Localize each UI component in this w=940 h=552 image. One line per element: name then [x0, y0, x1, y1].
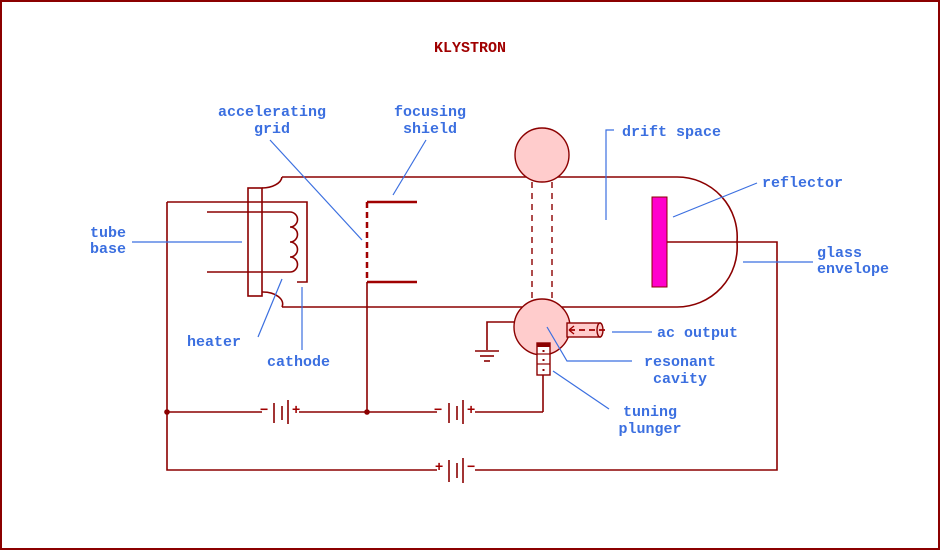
label-heater: heater — [187, 334, 241, 351]
svg-text:focusing: focusing — [394, 104, 466, 121]
label-ac-output: ac output — [657, 325, 738, 342]
label-focusing-shield: focusing shield — [394, 104, 466, 138]
label-glass-envelope: glass envelope — [817, 245, 889, 278]
svg-text:grid: grid — [254, 121, 290, 138]
cathode — [167, 201, 308, 283]
leader-lines — [132, 129, 813, 410]
label-accelerating-grid: accelerating grid — [218, 104, 326, 138]
battery-neg-label: − — [434, 401, 442, 417]
label-drift-space: drift space — [622, 124, 721, 141]
label-tuning-plunger: tuning plunger — [618, 404, 681, 438]
tube-base — [247, 187, 263, 297]
svg-text:tube: tube — [90, 225, 126, 242]
ac-output-coupling — [566, 322, 606, 338]
svg-text:cavity: cavity — [653, 371, 707, 388]
battery-pos-label: + — [435, 458, 443, 474]
svg-text:glass: glass — [817, 245, 862, 262]
svg-text:tuning: tuning — [623, 404, 677, 421]
battery-pos-label: + — [292, 401, 300, 417]
tuning-plunger — [536, 342, 551, 376]
svg-text:envelope: envelope — [817, 261, 889, 278]
battery-icon: − + — [434, 400, 475, 424]
ground-icon — [475, 321, 514, 362]
svg-text:base: base — [90, 241, 126, 258]
reflector — [651, 196, 668, 288]
circuit-wires — [164, 202, 778, 471]
label-resonant-cavity: resonant cavity — [644, 354, 716, 388]
battery-pos-label: + — [467, 401, 475, 417]
battery-neg-label: − — [467, 458, 475, 474]
resonant-cavity-top — [514, 127, 570, 183]
battery-icon: − + — [260, 400, 300, 424]
svg-text:resonant: resonant — [644, 354, 716, 371]
heater-coil-icon — [207, 211, 299, 273]
svg-text:shield: shield — [403, 121, 457, 138]
label-reflector: reflector — [762, 175, 843, 192]
svg-text:plunger: plunger — [618, 421, 681, 438]
battery-neg-label: − — [260, 401, 268, 417]
label-cathode: cathode — [267, 354, 330, 371]
label-tube-base: tube base — [90, 225, 126, 258]
svg-text:accelerating: accelerating — [218, 104, 326, 121]
battery-icon: + − — [435, 458, 475, 483]
diagram-title: KLYSTRON — [434, 40, 506, 57]
